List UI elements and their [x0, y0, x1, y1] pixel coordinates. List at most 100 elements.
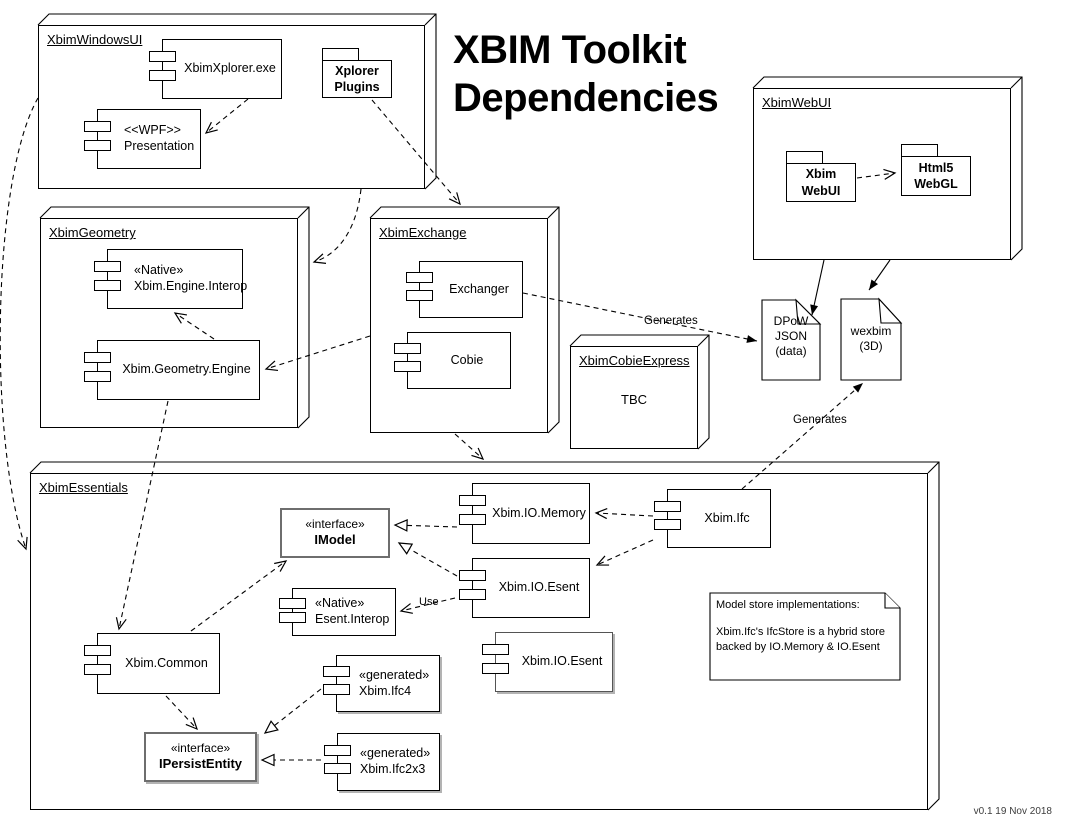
component-icon [406, 272, 433, 284]
component-label: «generated» Xbim.Ifc2x3 [338, 746, 430, 777]
edge-webui-to-dpow [810, 259, 825, 316]
diagram-title-line1: XBIM Toolkit [453, 28, 687, 72]
folder-xbim-webui: Xbim WebUI [786, 151, 856, 202]
package-xbim-exchange: XbimExchange [370, 218, 548, 433]
note-model-store: Model store implementations: Xbim.Ifc's … [716, 598, 896, 654]
stereotype: <<WPF>> [124, 123, 181, 138]
component-icon [482, 644, 509, 656]
edge-label-generates-dpow: Generates [644, 315, 698, 327]
note-line2: Xbim.Ifc's IfcStore is a hybrid store [716, 626, 885, 639]
interface-ipersist-entity: «interface» IPersistEntity [144, 732, 257, 782]
component-icon [94, 261, 121, 273]
folder-label-line2: WebUI [801, 183, 841, 198]
file-label-line1: wexbim [850, 324, 892, 338]
component-label: Xbim.IO.Memory [492, 505, 586, 520]
folder-html5-webgl: Html5 WebGL [901, 144, 971, 196]
component-icon [149, 51, 176, 63]
file-label-line1: DPoW [773, 314, 809, 328]
component-icon [324, 744, 351, 756]
folder-label: Xplorer Plugins [322, 60, 392, 98]
component-icon [323, 684, 350, 696]
component-xbim-io-esent: Xbim.IO.Esent [459, 558, 590, 618]
component-xbim-geometry-engine: Xbim.Geometry.Engine [84, 340, 260, 400]
note-line1: Model store implementations: [716, 599, 860, 611]
component-xbim-engine-interop: «Native» Xbim.Engine.Interop [94, 249, 247, 309]
component-xbim-io-esent-2: Xbim.IO.Esent [482, 632, 613, 692]
component-label: Xbim.Geometry.Engine [122, 362, 251, 377]
component-icon [394, 361, 421, 373]
component-icon [459, 495, 486, 507]
interface-name: IModel [314, 532, 356, 548]
component-icon [459, 588, 486, 600]
component-xbim-common: Xbim.Common [84, 633, 220, 694]
component-label: «Native» Xbim.Engine.Interop [108, 263, 247, 294]
edge-exchange-to-essentials [454, 433, 485, 460]
package-title: XbimExchange [379, 225, 467, 240]
component-name: Presentation [124, 139, 195, 153]
component-exchanger: Exchanger [406, 261, 523, 318]
component-label: «generated» Xbim.Ifc4 [337, 668, 429, 699]
folder-label-line1: Xplorer [335, 63, 379, 78]
component-name: Xbim.Ifc4 [359, 683, 412, 698]
component-xbim-ifc2x3: «generated» Xbim.Ifc2x3 [324, 733, 440, 791]
package-title: XbimGeometry [49, 225, 136, 240]
folder-label-line1: Xbim [805, 167, 837, 182]
package-title: XbimWebUI [762, 95, 832, 110]
stereotype: «generated» [360, 746, 431, 761]
folder-label-line1: Html5 [918, 160, 954, 175]
component-icon [459, 570, 486, 582]
component-label: Xbim.Ifc [704, 510, 750, 525]
stereotype: «Native» [315, 596, 365, 611]
component-label: Xbim.Common [125, 655, 208, 670]
folder-label-line2: Plugins [334, 80, 380, 94]
component-icon [323, 666, 350, 678]
component-name: Esent.Interop [315, 612, 390, 626]
version-label: v0.1 19 Nov 2018 [973, 806, 1052, 817]
edge-windowsui-to-geometry [312, 188, 362, 264]
component-icon [94, 279, 121, 291]
component-icon [149, 69, 176, 81]
note-line3: backed by IO.Memory & IO.Esent [716, 640, 880, 653]
component-label: Xbim.IO.Esent [521, 654, 603, 669]
edge-label-use: Use [419, 596, 439, 608]
component-name: Xbim.Ifc2x3 [360, 762, 426, 776]
stereotype: «interface» [170, 740, 231, 755]
component-label: <<WPF>> Presentation [98, 123, 194, 154]
edge-label-generates-wexbim: Generates [793, 414, 847, 426]
component-label: Cobie [450, 352, 484, 367]
diagram-title-line2: Dependencies [453, 76, 719, 120]
folder-label: Xbim WebUI [786, 163, 856, 202]
component-wpf-presentation: <<WPF>> Presentation [84, 109, 201, 169]
file-label-line2: (3D) [859, 339, 883, 353]
component-cobie: Cobie [394, 332, 511, 389]
component-icon [654, 519, 681, 531]
component-xbim-xplorer-exe: XbimXplorer.exe [149, 39, 282, 99]
file-wexbim-label: wexbim (3D) [841, 324, 901, 354]
file-label-line3: (data) [775, 344, 807, 358]
package-title: XbimEssentials [39, 480, 128, 495]
component-icon [84, 664, 111, 676]
component-icon [406, 290, 433, 302]
stereotype: «Native» [134, 263, 184, 278]
cobie-express-body-label: TBC [621, 392, 647, 407]
stereotype: «generated» [359, 667, 430, 682]
component-name: Xbim.Engine.Interop [134, 279, 248, 293]
component-label: «Native» Esent.Interop [293, 596, 389, 627]
stereotype: «interface» [305, 516, 365, 531]
package-title: XbimCobieExpress [579, 353, 690, 368]
component-icon [84, 645, 111, 657]
component-icon [654, 500, 681, 512]
interface-name: IPersistEntity [158, 756, 243, 772]
folder-xplorer-plugins: Xplorer Plugins [322, 48, 392, 98]
edge-webui-to-wexbim [868, 259, 891, 291]
component-label: XbimXplorer.exe [184, 61, 276, 76]
edge-exchanger-generates-dpow [522, 292, 758, 343]
file-wexbim-fold [878, 297, 903, 324]
component-icon [459, 514, 486, 526]
component-label: Exchanger [449, 281, 509, 296]
component-icon [279, 597, 306, 609]
component-icon [279, 612, 306, 624]
interface-imodel: «interface» IModel [280, 508, 390, 558]
file-label-line2: JSON [774, 329, 807, 343]
